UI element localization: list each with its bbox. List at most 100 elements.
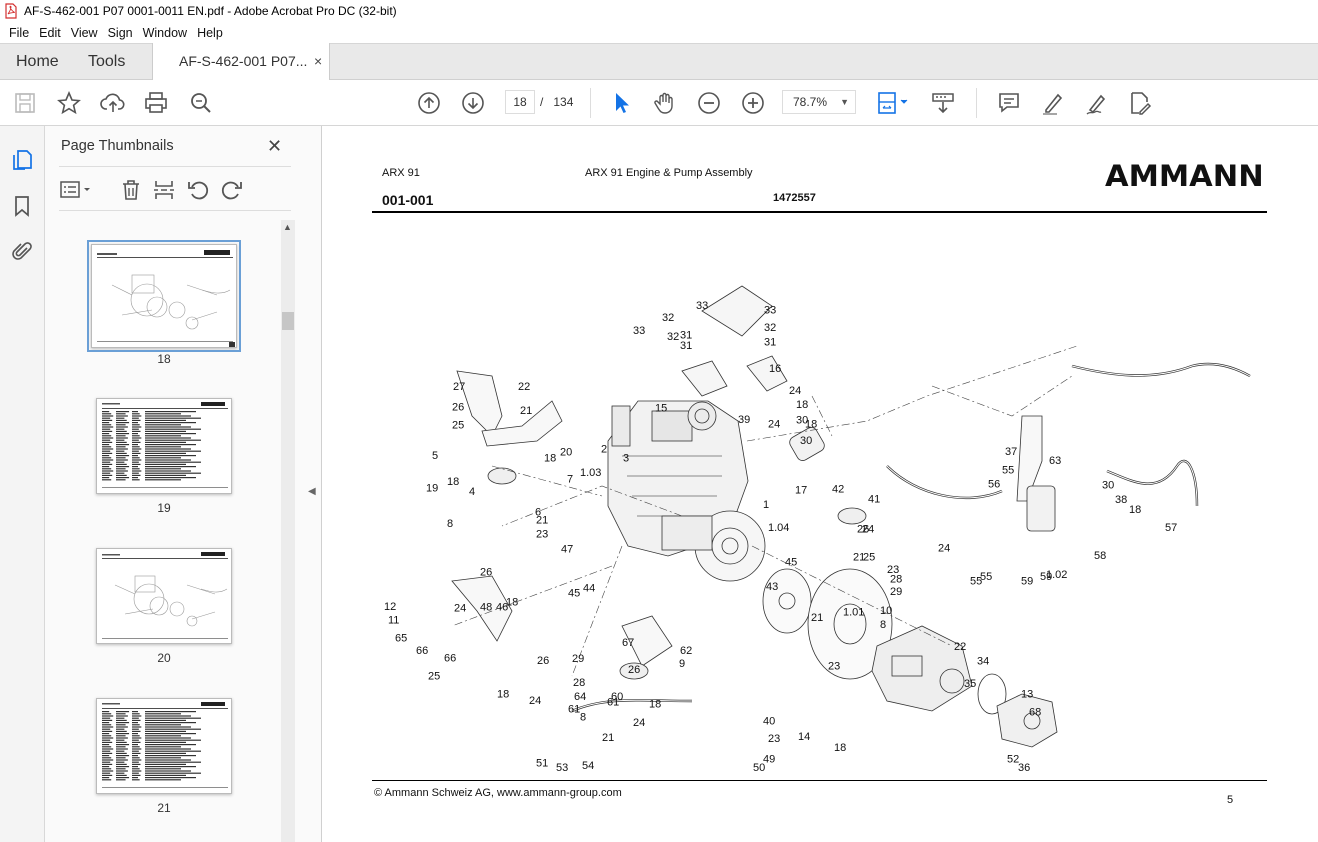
diagram-callout: 26 — [452, 402, 464, 414]
table-line — [102, 455, 110, 457]
tab-document[interactable]: AF-S-462-001 P07... × — [152, 43, 330, 81]
diagram-callout: 55 — [980, 571, 992, 583]
table-line — [132, 711, 138, 713]
table-line — [116, 746, 126, 748]
table-line — [116, 722, 130, 724]
tab-close-icon[interactable]: × — [314, 53, 323, 69]
table-line — [132, 459, 142, 461]
highlight-icon[interactable] — [1040, 90, 1066, 116]
table-line — [145, 746, 181, 748]
table-line — [145, 722, 196, 724]
search-zoom-icon[interactable] — [188, 90, 214, 116]
table-line — [132, 457, 140, 459]
table-line — [116, 777, 130, 779]
thumbnail-page-18[interactable] — [87, 240, 241, 352]
diagram-callout: 30 — [1102, 479, 1114, 491]
menu-edit[interactable]: Edit — [39, 25, 61, 40]
document-viewport[interactable]: ARX 91 ARX 91 Engine & Pump Assembly 001… — [322, 126, 1318, 842]
diagram-callout: 51 — [536, 757, 548, 769]
zoom-in-icon[interactable] — [740, 90, 766, 116]
thumbnail-page-19[interactable] — [96, 398, 232, 494]
table-line — [145, 730, 186, 732]
save-icon[interactable] — [12, 90, 38, 116]
table-line — [102, 437, 114, 439]
delete-icon[interactable] — [119, 178, 143, 202]
table-line — [116, 730, 127, 732]
sign-icon[interactable] — [1084, 90, 1110, 116]
table-line — [145, 466, 196, 468]
comment-icon[interactable] — [996, 90, 1022, 116]
select-arrow-icon[interactable] — [608, 90, 634, 116]
zoom-out-icon[interactable] — [696, 90, 722, 116]
table-line — [116, 479, 126, 481]
thumbnail-page-20[interactable] — [96, 548, 232, 644]
edit-pdf-icon[interactable] — [1127, 90, 1153, 116]
table-line — [132, 415, 142, 417]
diagram-callout: 21 — [853, 552, 865, 564]
attachment-icon[interactable] — [10, 240, 34, 264]
scroll-mode-icon[interactable] — [930, 90, 956, 116]
table-line — [132, 755, 138, 757]
diagram-callout: 53 — [556, 762, 568, 774]
page-thumbnails-icon[interactable] — [10, 148, 34, 172]
scroll-up-icon[interactable]: ▲ — [283, 222, 292, 232]
star-icon[interactable] — [56, 90, 82, 116]
table-line — [132, 428, 139, 430]
tab-tools[interactable]: Tools — [88, 53, 126, 70]
page-number-input[interactable]: 18 — [505, 90, 535, 114]
diagram-callout: 40 — [763, 716, 775, 728]
table-line — [116, 766, 130, 768]
extract-icon[interactable] — [152, 178, 176, 202]
diagram-callout: 42 — [832, 484, 844, 496]
table-line — [102, 422, 110, 424]
table-line — [116, 468, 126, 470]
menu-window[interactable]: Window — [142, 25, 188, 40]
table-line — [116, 435, 126, 437]
rotate-right-icon[interactable] — [220, 178, 244, 202]
collapse-panel-icon[interactable]: ◀ — [308, 486, 316, 497]
rotate-left-icon[interactable] — [186, 178, 210, 202]
print-icon[interactable] — [143, 90, 169, 116]
table-line — [145, 726, 191, 728]
table-line — [132, 735, 140, 737]
hand-icon[interactable] — [652, 90, 678, 116]
table-line — [132, 737, 142, 739]
thumbnail-page-21[interactable] — [96, 698, 232, 794]
menu-help[interactable]: Help — [197, 25, 223, 40]
scrollbar-thumb[interactable] — [282, 312, 294, 330]
page-down-icon[interactable] — [460, 90, 486, 116]
table-line — [132, 426, 142, 428]
table-line — [132, 752, 141, 754]
table-line — [145, 715, 191, 717]
table-line — [145, 437, 191, 439]
diagram-callout: 49 — [763, 753, 775, 765]
diagram-callout: 10 — [880, 605, 892, 617]
diagram-callout: 12 — [384, 601, 396, 613]
bookmark-icon[interactable] — [10, 194, 34, 218]
thumbnail-table — [102, 702, 228, 788]
diagram-callout: 1.02 — [1046, 569, 1067, 581]
close-icon[interactable]: ✕ — [267, 136, 283, 156]
diagram-callout: 68 — [1029, 707, 1041, 719]
table-line — [116, 444, 130, 446]
tab-home[interactable]: Home — [16, 53, 59, 70]
zoom-level-value: 78.7% — [793, 95, 828, 109]
menu-sign[interactable]: Sign — [107, 25, 133, 40]
diagram-callout: 18 — [1129, 504, 1141, 516]
window-title: AF-S-462-001 P07 0001-0011 EN.pdf - Adob… — [24, 4, 397, 18]
page-up-icon[interactable] — [416, 90, 442, 116]
menu-view[interactable]: View — [70, 25, 98, 40]
chevron-down-icon: ▼ — [840, 97, 849, 107]
upload-icon[interactable] — [100, 90, 126, 116]
table-line — [145, 439, 201, 441]
menu-file[interactable]: File — [9, 25, 30, 40]
diagram-callout: 57 — [1165, 522, 1177, 534]
fit-page-icon[interactable] — [876, 90, 912, 116]
zoom-level-select[interactable]: 78.7% ▼ — [782, 90, 856, 114]
thumbnail-scrollbar[interactable]: ▲ — [281, 220, 295, 842]
table-line — [145, 741, 186, 743]
page-total: / 134 — [540, 95, 573, 109]
thumbnail-options-icon[interactable] — [59, 178, 95, 202]
toolbar-divider — [590, 88, 591, 118]
